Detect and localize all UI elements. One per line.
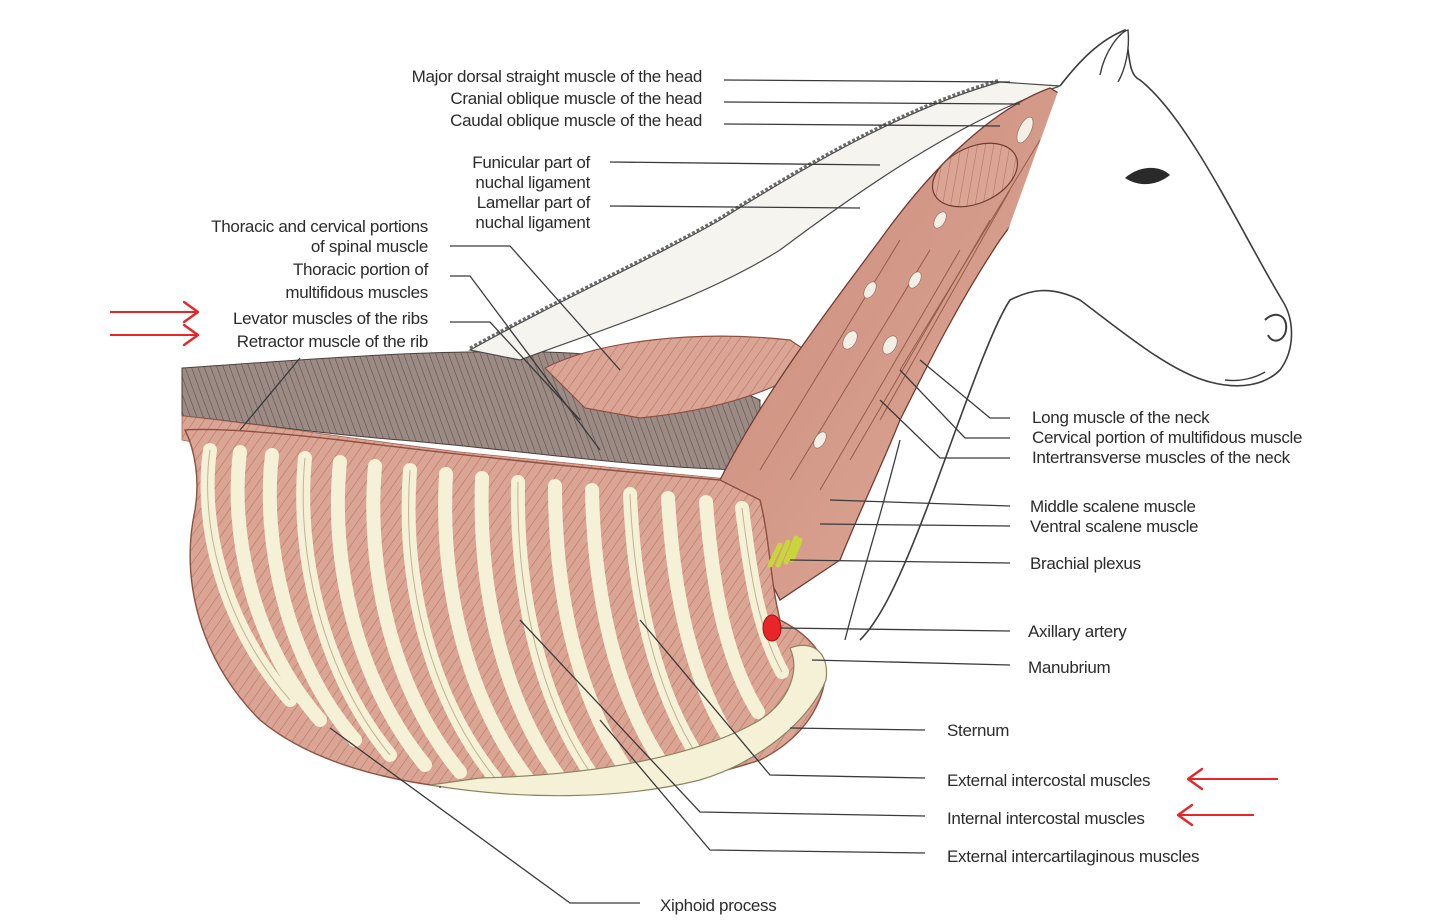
label-spinal-line1: Thoracic and cervical portions [211,217,428,236]
label-middle-scalene: Middle scalene muscle [1030,497,1196,516]
label-brachial: Brachial plexus [1030,554,1141,573]
horse-illustration [181,28,1293,797]
label-intertransverse: Intertransverse muscles of the neck [1032,448,1291,467]
label-manubrium: Manubrium [1028,658,1110,677]
arrow-ext-intercostal [1186,767,1278,791]
axillary-artery-mark [762,614,782,642]
label-xiphoid: Xiphoid process [660,896,776,915]
label-ventral-scalene: Ventral scalene muscle [1030,517,1198,536]
label-axillary: Axillary artery [1028,622,1127,641]
label-int-intercostal: Internal intercostal muscles [947,809,1145,828]
label-ext-intercartilaginous: External intercartilaginous muscles [947,847,1199,866]
label-lamellar-line1: Lamellar part of [477,193,591,212]
label-funicular-line2: nuchal ligament [475,173,590,192]
leader-lines [239,79,1021,904]
arrow-levator [110,300,200,324]
label-lamellar-line2: nuchal ligament [475,213,590,232]
label-cranial-oblique: Cranial oblique muscle of the head [450,89,702,108]
label-ext-intercostal: External intercostal muscles [947,771,1150,790]
label-major-dorsal: Major dorsal straight muscle of the head [412,67,702,86]
label-long-neck: Long muscle of the neck [1032,408,1210,427]
label-retractor: Retractor muscle of the rib [237,332,428,351]
label-multifidus-line2: multifidous muscles [285,283,428,302]
label-funicular-line1: Funicular part of [472,153,590,172]
brachial-plexus-mark [767,535,803,568]
label-spinal-line2: of spinal muscle [311,237,428,256]
arrow-retractor [110,323,200,347]
label-caudal-oblique: Caudal oblique muscle of the head [450,111,702,130]
label-cervical-multifidus: Cervical portion of multifidous muscle [1032,428,1302,447]
label-levator: Levator muscles of the ribs [233,309,428,328]
highlight-arrows [110,300,1278,827]
label-multifidus-line1: Thoracic portion of [293,260,429,279]
label-sternum: Sternum [947,721,1009,740]
arrow-int-intercostal [1176,803,1254,827]
labels: Major dorsal straight muscle of the head… [211,67,1302,915]
